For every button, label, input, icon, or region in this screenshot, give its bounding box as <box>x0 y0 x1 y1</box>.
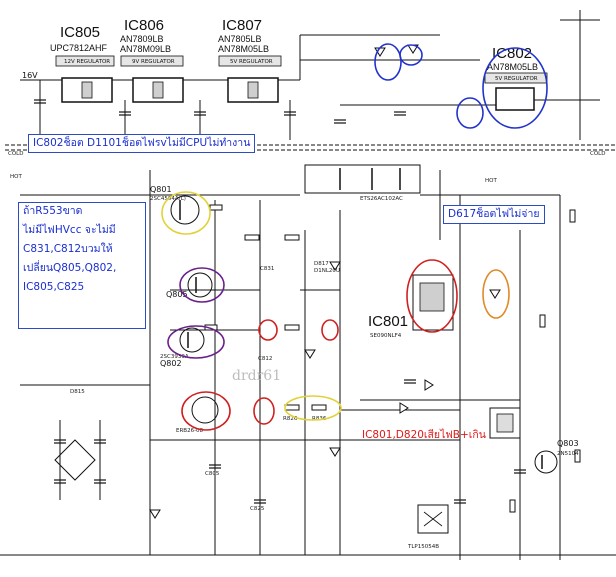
c805-label: C805 <box>205 471 220 477</box>
highlight-circle-q801 <box>161 191 211 235</box>
ic802-part: AN78M05LB <box>487 62 538 72</box>
ic801-part: SE090NLF4 <box>370 333 402 339</box>
ic805-block: IC805 UPC7812AHF 12V REGULATOR <box>50 24 115 103</box>
ic807-title: IC807 <box>222 17 262 34</box>
highlight-circle-ic802 <box>482 47 548 129</box>
ic802-block: IC802 AN78M05LB 5V REGULATOR <box>484 45 548 111</box>
transistor-q805: Q805 <box>166 272 213 299</box>
c812-label: C812 <box>258 356 272 362</box>
ic806-part1: AN7809LB <box>120 34 164 44</box>
ic805-part: UPC7812AHF <box>50 43 108 53</box>
ic802-reg: 5V REGULATOR <box>495 76 538 82</box>
c831-label: C831 <box>260 266 274 272</box>
ic806-block: IC806 AN7809LB AN78M09LB 9V REGULATOR <box>120 17 184 103</box>
highlight-circle-d5 <box>399 44 423 66</box>
d617-annotation: D617ช็อตไฟไม่จ่าย <box>443 205 545 224</box>
optocoupler: TLP15054B <box>407 504 449 550</box>
q802-part: 2SC3939A <box>160 354 189 360</box>
hot-left-label: HOT <box>10 174 22 180</box>
transistor-d620: ERB26-08 <box>176 396 219 434</box>
q805-label: Q805 <box>166 290 188 299</box>
cold-right-label: COLD <box>590 151 605 157</box>
c831-note-line2: เปลี่ยนQ805,Q802, <box>23 262 117 274</box>
relay-right <box>489 407 521 439</box>
highlight-circle-c612 <box>456 97 484 129</box>
ic805-title: IC805 <box>60 24 100 41</box>
ic805-reg: 12V REGULATOR <box>64 59 110 65</box>
highlight-circle-r836 <box>284 395 342 421</box>
ic802-annotation: IC802ช็อต D1101ช็อตไฟรvไม่มีCPUไม่ทำงาน <box>28 134 256 153</box>
bridge-rectifier <box>54 439 96 481</box>
r826-label: R826 <box>283 416 298 422</box>
highlight-circle-c812 <box>321 319 339 341</box>
t801-part: ETS26AC102AC <box>360 196 403 202</box>
r553-note-line1: ถ้าR553ขาด <box>23 205 83 217</box>
ic807-part1: AN7805LB <box>218 34 262 44</box>
d620-part: ERB26-08 <box>176 428 204 434</box>
q803-part: 2N5104 <box>557 451 579 457</box>
tlp-part: TLP15054B <box>407 544 439 550</box>
cold-left-label: COLD <box>8 151 23 157</box>
highlight-circle-q805 <box>179 267 225 303</box>
watermark: drdr61 <box>232 368 281 384</box>
q801-label: Q801 <box>150 185 172 194</box>
hot-right-label: HOT <box>485 178 497 184</box>
highlight-circle-r826 <box>253 397 275 425</box>
transformer-t801: ETS26AC102AC <box>304 164 421 202</box>
transistor-q801: Q801 2SC4504A(L) <box>150 185 200 225</box>
q802-label: Q802 <box>160 359 182 368</box>
ic806-reg: 9V REGULATOR <box>132 59 175 65</box>
highlight-circle-d1101 <box>374 43 402 81</box>
highlight-circle-d620 <box>181 391 231 431</box>
r553-note-line2: ไม่มีไฟHVcc จะไม่มี <box>23 224 116 236</box>
highlight-circle-q802 <box>167 325 225 359</box>
c825-label: C825 <box>250 506 265 512</box>
ic801-block: IC801 SE090NLF4 <box>368 274 454 339</box>
ic807-reg: 5V REGULATOR <box>230 59 273 65</box>
ic801-title: IC801 <box>368 313 408 330</box>
ic806-part2: AN78M09LB <box>120 44 171 54</box>
ic807-part2: AN78M05LB <box>218 44 269 54</box>
transistor-q802: 2SC3939A Q802 <box>160 327 205 368</box>
d815-label: D815 <box>70 389 85 395</box>
v16-label: 16V <box>22 71 38 80</box>
r553-annotation-box: ถ้าR553ขาด ไม่มีไฟHVcc จะไม่มี C831,C812… <box>18 202 146 329</box>
q803-label: Q803 <box>557 439 579 448</box>
ic807-block: IC807 AN7805LB AN78M05LB 5V REGULATOR <box>218 17 282 103</box>
d817-label: D817 <box>314 261 329 267</box>
c831-note-line3: IC805,C825 <box>23 281 85 293</box>
ic806-title: IC806 <box>124 17 164 34</box>
transistor-q803: Q803 2N5104 <box>534 439 579 474</box>
highlight-circle-c831 <box>258 319 278 341</box>
c831-note-line1: C831,C812บวมให้ <box>23 243 113 255</box>
highlight-circle-ic801 <box>406 259 458 333</box>
highlight-circle-d617 <box>482 269 510 319</box>
d817-part: D1NL20U <box>314 268 340 274</box>
ic801-annotation: IC801,D820เสียไฟB+เกิน <box>362 429 486 441</box>
